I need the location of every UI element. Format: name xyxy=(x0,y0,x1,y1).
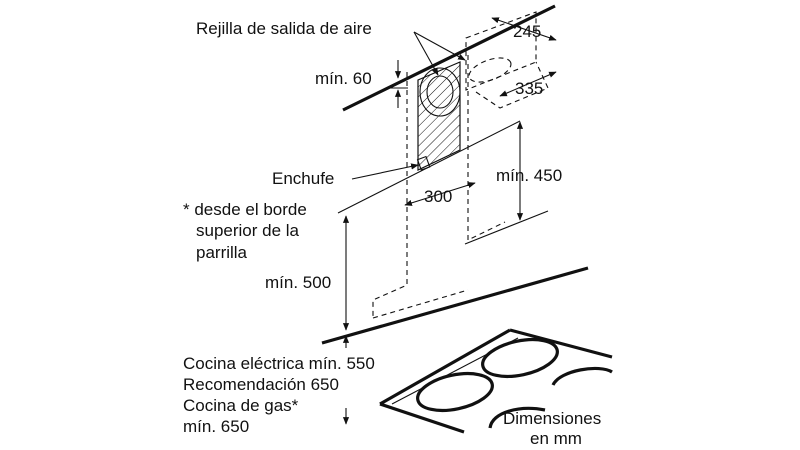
dim245-line xyxy=(491,17,557,41)
cooktop-right-edge xyxy=(509,328,613,359)
cooktop-front-edge xyxy=(379,402,465,434)
recommendation-label: Recomendación 650 xyxy=(183,375,339,394)
chimney-dashed-outline-right xyxy=(467,55,506,241)
electric-label: Cocina eléctrica mín. 550 xyxy=(183,354,375,373)
min450-label: mín. 450 xyxy=(496,166,562,185)
air-outlet-box-depth xyxy=(475,61,549,109)
gas-min-label: mín. 650 xyxy=(183,417,249,436)
hood-dashed-bottom xyxy=(372,289,469,319)
wall-lower-line xyxy=(464,210,549,245)
worktop-front-edge xyxy=(321,266,589,345)
hob-ring-back-right xyxy=(551,366,613,386)
plug-leader xyxy=(351,163,419,180)
dim335-label: 335 xyxy=(515,79,543,98)
plug-socket xyxy=(416,155,431,171)
air-outlet-label: Rejilla de salida de aire xyxy=(196,19,372,38)
note-line-2: superior de la xyxy=(196,221,300,240)
note-line-1: * desde el borde xyxy=(183,200,307,219)
chimney-dashed-outline-left xyxy=(372,72,408,318)
air-outlet-leader-2 xyxy=(413,31,466,61)
dim300-line xyxy=(404,182,476,206)
dimensions-label-2: en mm xyxy=(530,429,582,448)
gas-label: Cocina de gas* xyxy=(183,396,299,415)
duct-circle xyxy=(419,67,461,117)
duct-circle-inner xyxy=(426,75,454,109)
dim300-label: 300 xyxy=(424,187,452,206)
air-outlet-opening xyxy=(468,57,512,83)
hob-ring-front-left xyxy=(416,371,494,413)
hob-ring-back-left xyxy=(481,337,559,379)
note-line-3: parrilla xyxy=(196,243,248,262)
dimensions-label-1: Dimensiones xyxy=(503,409,601,428)
dim335-line xyxy=(499,71,557,97)
dim245-label: 245 xyxy=(513,22,541,41)
air-outlet-leader-1 xyxy=(413,31,439,76)
cooktop-back-edge xyxy=(379,328,511,406)
hob-ring-front-right xyxy=(488,406,546,429)
plug-label: Enchufe xyxy=(272,169,334,188)
min60-label: mín. 60 xyxy=(315,69,372,88)
min500-label: mín. 500 xyxy=(265,273,331,292)
